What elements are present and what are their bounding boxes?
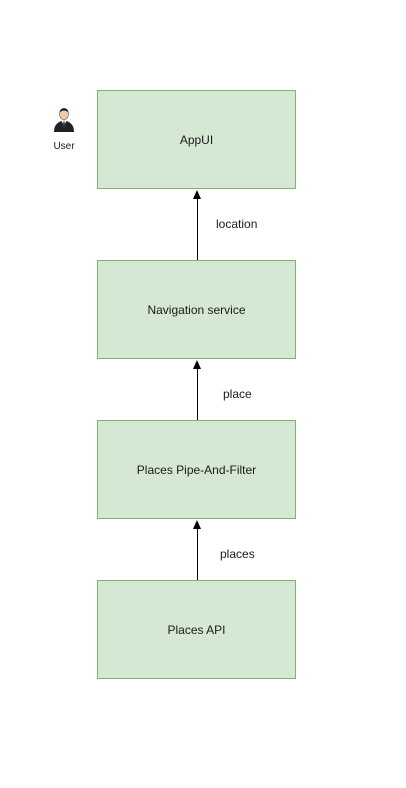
location-arrow-label: location xyxy=(216,217,258,231)
navigation-service-box-label: Navigation service xyxy=(147,302,246,317)
places-arrow-head xyxy=(193,520,201,529)
user-icon xyxy=(54,108,74,132)
appui-box-label: AppUI xyxy=(179,132,214,147)
places-arrow-label: places xyxy=(220,547,255,561)
location-arrow-line xyxy=(197,196,198,260)
places-pipe-and-filter-box-label: Places Pipe-And-Filter xyxy=(136,462,257,477)
places-api-box-label: Places API xyxy=(167,622,226,637)
places-pipe-and-filter-box: Places Pipe-And-Filter xyxy=(97,420,296,519)
navigation-service-box: Navigation service xyxy=(97,260,296,359)
appui-box: AppUI xyxy=(97,90,296,189)
user-actor xyxy=(50,107,78,157)
place-arrow-line xyxy=(197,366,198,420)
location-arrow-head xyxy=(193,190,201,199)
place-arrow-label: place xyxy=(223,387,252,401)
places-arrow-line xyxy=(197,526,198,580)
user-label: User xyxy=(53,141,75,152)
place-arrow-head xyxy=(193,360,201,369)
places-api-box: Places API xyxy=(97,580,296,679)
